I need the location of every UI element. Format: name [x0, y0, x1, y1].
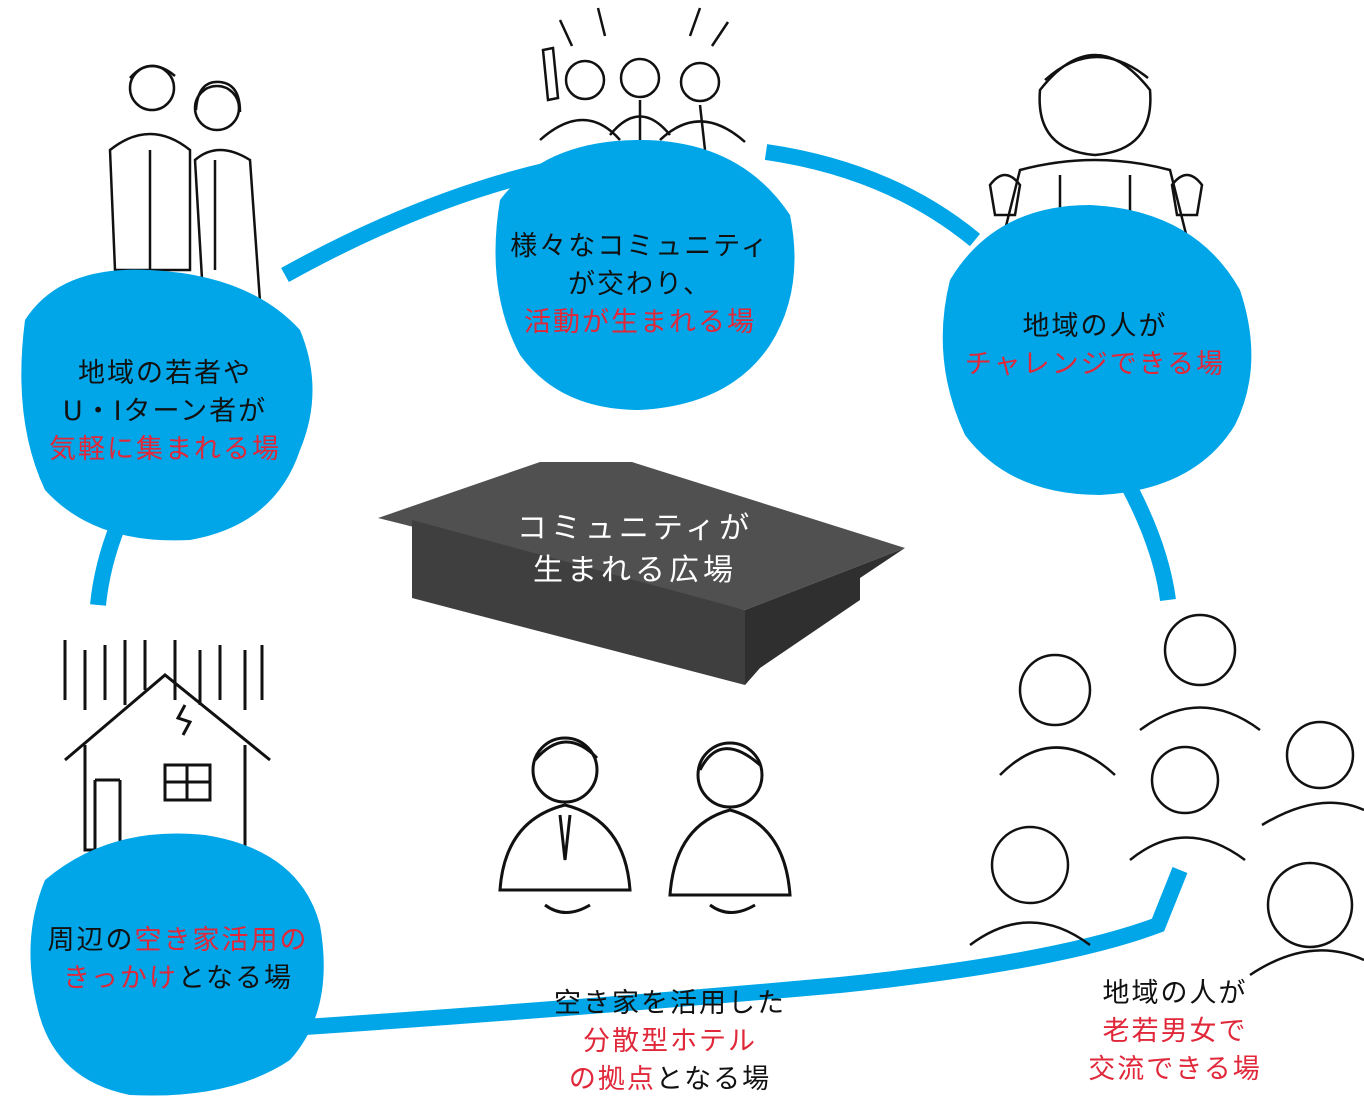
- cheering-group-illustration: [539, 7, 746, 151]
- node-top-left-line3: 気軽に集まれる場: [49, 434, 281, 465]
- node-bottom-right-line3: 交流できる場: [1088, 1054, 1262, 1085]
- plaza-label-line2: 生まれる広場: [533, 553, 737, 588]
- node-bottom-center-line3-b: となる場: [655, 1064, 772, 1095]
- node-bottom-center-line2: 分散型ホテル: [583, 1026, 757, 1057]
- old-house-illustration: [63, 640, 271, 852]
- blob-bottom-left: [30, 833, 324, 1096]
- node-bottom-left-line2-b: となる場: [177, 963, 294, 994]
- node-top-left-line2: U・Iターン者が: [62, 396, 268, 427]
- node-bottom-center-line3-a: の拠点: [568, 1064, 656, 1095]
- node-top-left-label: 地域の若者や U・Iターン者が 気軽に集まれる場: [25, 355, 305, 469]
- node-top-center-line1: 様々なコミュニティ: [510, 231, 770, 262]
- node-top-right-line1: 地域の人が: [1022, 311, 1168, 342]
- node-bottom-center-label: 空き家を活用した 分散型ホテル の拠点となる場: [520, 985, 820, 1099]
- node-bottom-right-label: 地域の人が 老若男女で 交流できる場: [1060, 975, 1290, 1089]
- node-bottom-left-line1-a: 周辺の: [47, 925, 135, 956]
- node-top-right-line2: チャレンジできる場: [964, 349, 1226, 380]
- node-bottom-left-line2-a: きっかけ: [62, 963, 178, 994]
- plaza-label-line1: コミュニティが: [516, 511, 754, 546]
- node-bottom-center-line1: 空き家を活用した: [554, 988, 786, 1019]
- node-top-right-label: 地域の人が チャレンジできる場: [950, 308, 1240, 384]
- node-bottom-left-line1-b: 空き家活用の: [134, 925, 309, 956]
- node-top-center-line2: が交わり、: [568, 269, 712, 300]
- hotel-staff-illustration: [498, 736, 792, 914]
- node-bottom-left-line1: 周辺の空き家活用の: [38, 922, 318, 960]
- plaza-box: [378, 462, 905, 685]
- node-bottom-left-label: 周辺の空き家活用の きっかけとなる場: [38, 922, 318, 998]
- node-bottom-left-line2: きっかけとなる場: [38, 960, 318, 998]
- plaza-label: コミュニティが 生まれる広場: [505, 508, 765, 592]
- node-bottom-center-line3: の拠点となる場: [520, 1061, 820, 1099]
- node-bottom-right-line2: 老若男女で: [1102, 1016, 1248, 1047]
- node-top-center-label: 様々なコミュニティ が交わり、 活動が生まれる場: [500, 228, 780, 342]
- residents-illustration: [969, 613, 1364, 977]
- node-bottom-right-line1: 地域の人が: [1102, 978, 1248, 1009]
- blob-top-left: [21, 269, 313, 541]
- couple-illustration: [108, 64, 264, 332]
- node-top-left-line1: 地域の若者や: [78, 358, 252, 389]
- node-top-center-line3: 活動が生まれる場: [524, 307, 756, 338]
- blob-top-right: [942, 205, 1252, 495]
- blob-top-center: [495, 140, 795, 410]
